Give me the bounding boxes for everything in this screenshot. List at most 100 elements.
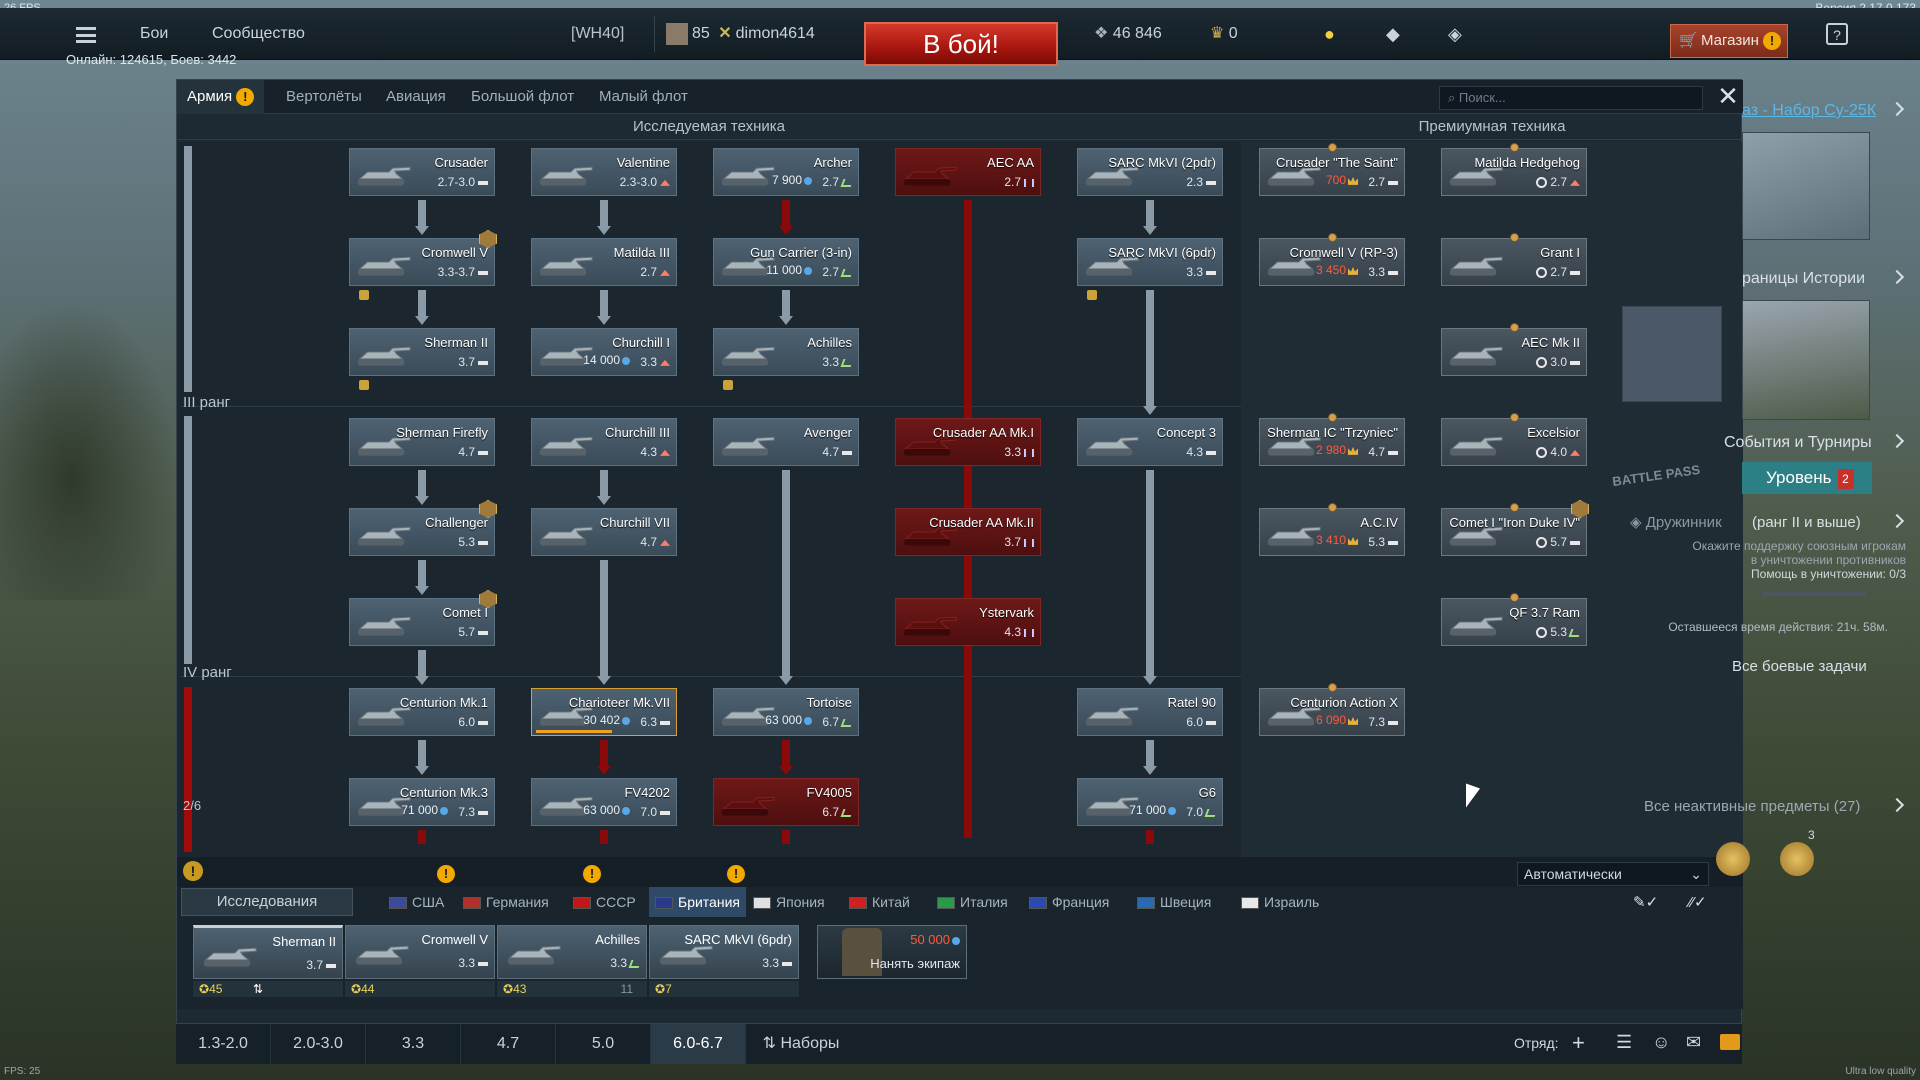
vehicle-card[interactable]: Concept 3 4.3 [1077, 418, 1223, 466]
vehicle-card[interactable]: Challenger 5.3 [349, 508, 495, 556]
tab-aviation[interactable]: Авиация [386, 88, 446, 105]
crew-slot[interactable]: Cromwell V 3.3 [345, 925, 495, 979]
vehicle-card[interactable]: Crusader AA Mk.II 3.7 [895, 508, 1041, 556]
vehicle-card[interactable]: Avenger 4.7 [713, 418, 859, 466]
history-pages-link[interactable]: раницы Истории [1742, 270, 1865, 287]
vehicle-card[interactable]: Matilda III 2.7 [531, 238, 677, 286]
vehicle-card[interactable]: Grant I 2.7 [1441, 233, 1587, 286]
vehicle-card[interactable]: Valentine 2.3-3.0 [531, 148, 677, 196]
player-profile[interactable]: 85 ✕dimon4614 [666, 8, 815, 60]
silver-balance[interactable]: ❖ 46 846 [1094, 8, 1162, 60]
shop-button[interactable]: 🛒 Магазин ! [1670, 24, 1788, 58]
gold-balance[interactable]: ♛ 0 [1210, 8, 1238, 60]
events-link[interactable]: События и Турниры [1724, 434, 1872, 451]
diamond-icon[interactable]: ◆ [1386, 24, 1400, 44]
vehicle-card[interactable]: AEC AA 2.7 [895, 148, 1041, 196]
search-input[interactable]: ⌕ Поиск... [1439, 86, 1703, 110]
vehicle-card[interactable]: Churchill III 4.3 [531, 418, 677, 466]
crew-slot[interactable]: Achilles 3.3 [497, 925, 647, 979]
br-tab[interactable]: 6.0-6.7 [651, 1024, 746, 1064]
community-menu[interactable]: Сообщество [212, 25, 305, 42]
nation-tab[interactable]: Британия [649, 887, 746, 917]
inactive-items-link[interactable]: Все неактивные предметы (27) [1644, 798, 1861, 815]
help-icon[interactable]: ? [1826, 23, 1848, 45]
research-button[interactable]: Исследования [181, 888, 353, 916]
vehicle-card[interactable]: Ystervark 4.3 [895, 598, 1041, 646]
vehicle-card[interactable]: Centurion Mk.1 6.0 [349, 688, 495, 736]
nation-tab[interactable]: Германия [463, 887, 549, 917]
vehicle-card[interactable]: FV4005 6.7 [713, 778, 859, 826]
nation-tab[interactable]: Швеция [1137, 887, 1211, 917]
battles-menu[interactable]: Бои [140, 25, 169, 42]
vehicle-card[interactable]: Matilda Hedgehog 2.7 [1441, 143, 1587, 196]
tab-coastal-fleet[interactable]: Малый флот [599, 88, 688, 105]
all-tasks-link[interactable]: Все боевые задачи [1732, 658, 1867, 675]
crew-slot[interactable]: SARC MkVI (6pdr) 3.3 [649, 925, 799, 979]
vehicle-card[interactable]: Excelsior 4.0 [1441, 413, 1587, 466]
crew-slot[interactable]: Sherman II 3.7 [193, 925, 343, 979]
vehicle-card[interactable]: Cromwell V 3.3-3.7 [349, 238, 495, 286]
vehicle-card[interactable]: Sherman Firefly 4.7 [349, 418, 495, 466]
promo-link[interactable]: аз - Набор Су-25К [1742, 102, 1877, 119]
vehicle-card[interactable]: SARC MkVI (2pdr) 2.3 [1077, 148, 1223, 196]
br-tab[interactable]: 3.3 [366, 1024, 461, 1064]
nation-tab[interactable]: Франция [1029, 887, 1109, 917]
chat-icon[interactable]: ✉ [1686, 1032, 1702, 1052]
vehicle-card[interactable]: Churchill VII 4.7 [531, 508, 677, 556]
nation-tab[interactable]: Япония [753, 887, 825, 917]
vehicle-card[interactable]: Comet I 5.7 [349, 598, 495, 646]
promo-image[interactable] [1742, 132, 1870, 240]
wallet-icon[interactable]: ◈ [1448, 24, 1462, 44]
mail-icon[interactable] [1720, 1034, 1740, 1050]
list-icon[interactable]: ☰ [1616, 1032, 1633, 1052]
presets-button[interactable]: ⇅ Наборы [762, 1035, 840, 1052]
br-tab[interactable]: 1.3-2.0 [176, 1024, 271, 1064]
br-tab[interactable]: 5.0 [556, 1024, 651, 1064]
to-battle-button[interactable]: В бой! [864, 22, 1058, 66]
br-tab[interactable]: 4.7 [461, 1024, 556, 1064]
hire-crew-slot[interactable]: 50 000 Нанять экипаж [817, 925, 967, 979]
nation-tab[interactable]: Израиль [1241, 887, 1319, 917]
ammo-icon[interactable]: ⁄⁄✓ [1689, 894, 1707, 911]
vehicle-card[interactable]: QF 3.7 Ram 5.3 [1441, 593, 1587, 646]
vehicle-card[interactable]: Crusader AA Mk.I 3.3 [895, 418, 1041, 466]
vehicle-card[interactable]: Achilles 3.3 [713, 328, 859, 376]
menu-icon[interactable] [76, 27, 96, 43]
nation-tab[interactable]: США [389, 887, 444, 917]
tab-army[interactable]: Армия ! [177, 80, 265, 114]
history-image[interactable] [1742, 300, 1870, 420]
br-tab[interactable]: 2.0-3.0 [271, 1024, 366, 1064]
close-icon[interactable]: ✕ [1717, 81, 1739, 111]
friends-icon[interactable]: ☺ [1652, 1032, 1671, 1052]
vehicle-card[interactable]: Sherman II 3.7 [349, 328, 495, 376]
vehicle-card[interactable]: SARC MkVI (6pdr) 3.3 [1077, 238, 1223, 286]
tab-helicopters[interactable]: Вертолёты [286, 88, 362, 105]
task-rank[interactable]: (ранг II и выше) [1752, 514, 1861, 531]
repair-icon[interactable]: ✎✓ [1633, 894, 1659, 911]
medal-icon[interactable] [1716, 842, 1750, 876]
vehicle-card[interactable]: Comet I "Iron Duke IV" 5.7 [1441, 503, 1587, 556]
auto-select-dropdown[interactable]: Автоматически⌄ [1517, 862, 1709, 886]
tab-bluewater-fleet[interactable]: Большой флот [471, 88, 575, 105]
nation-tab[interactable]: Китай [849, 887, 910, 917]
nation-tab[interactable]: СССР [573, 887, 636, 917]
vehicle-card[interactable]: Crusader 2.7-3.0 [349, 148, 495, 196]
lightbulb-icon[interactable]: ● [1324, 24, 1335, 44]
medal-icon[interactable] [1780, 842, 1814, 876]
vehicle-card[interactable]: AEC Mk II 3.0 [1441, 323, 1587, 376]
add-squad-icon[interactable]: + [1572, 1030, 1585, 1055]
nation-tab[interactable]: Италия [937, 887, 1008, 917]
warning-shield-icon[interactable]: ! [183, 861, 203, 881]
